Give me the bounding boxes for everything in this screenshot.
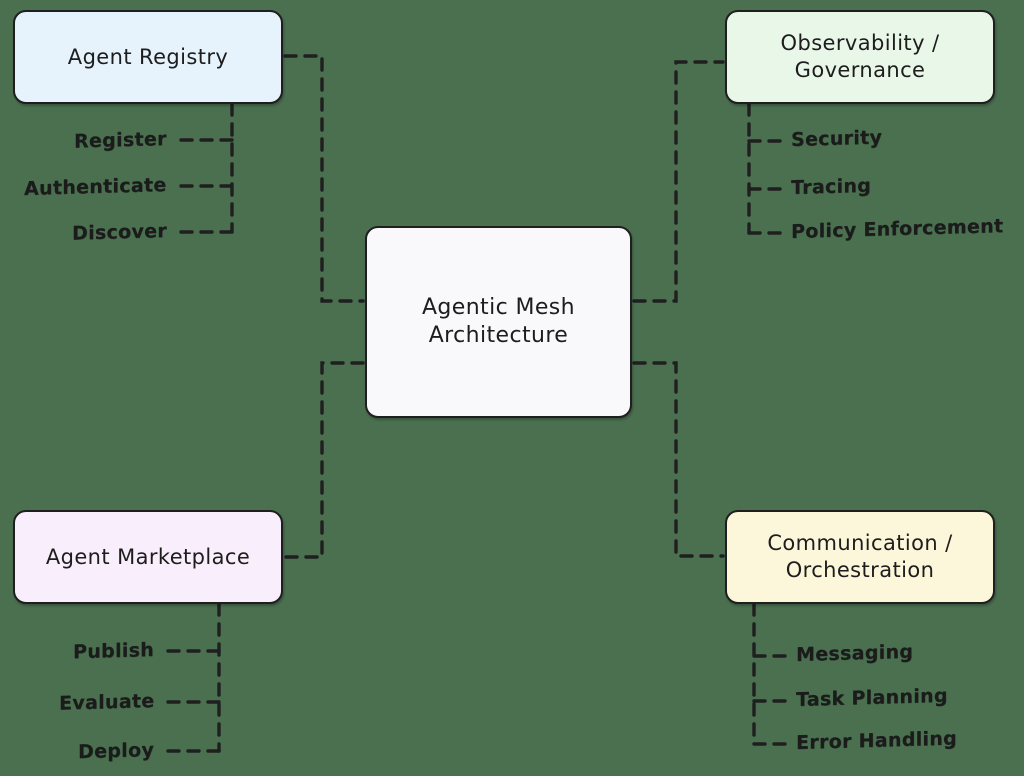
node-observability-governance-label: Observability / Governance [780, 31, 940, 82]
subitem-registry-authenticate[interactable]: Authenticate [24, 174, 167, 200]
subitem-registry-discover[interactable]: Discover [72, 220, 167, 245]
connector-center-to-communication [632, 361, 725, 558]
subitem-observability-policy-enforcement[interactable]: Policy Enforcement [791, 215, 1004, 243]
subitem-communication-messaging[interactable]: Messaging [796, 640, 914, 666]
node-agentic-mesh-architecture[interactable]: Agentic Mesh Architecture [365, 226, 632, 418]
node-observability-governance[interactable]: Observability / Governance [725, 10, 995, 104]
subitem-communication-error-handling[interactable]: Error Handling [796, 727, 957, 754]
node-center-label: Agentic Mesh Architecture [421, 294, 576, 348]
node-agent-marketplace[interactable]: Agent Marketplace [13, 510, 283, 604]
node-communication-orchestration[interactable]: Communication / Orchestration [725, 510, 995, 604]
subitem-observability-tracing[interactable]: Tracing [791, 174, 872, 199]
connector-center-to-observability [632, 60, 725, 303]
subitem-marketplace-deploy[interactable]: Deploy [77, 739, 154, 764]
node-agent-registry-label: Agent Registry [67, 44, 229, 69]
subitem-marketplace-evaluate[interactable]: Evaluate [58, 690, 154, 715]
connector-registry-to-center [283, 54, 365, 303]
subitem-registry-register[interactable]: Register [74, 128, 167, 153]
subitem-communication-task-planning[interactable]: Task Planning [796, 684, 948, 711]
node-agent-marketplace-label: Agent Marketplace [45, 544, 251, 569]
subitem-marketplace-publish[interactable]: Publish [72, 639, 154, 664]
subitem-observability-security[interactable]: Security [791, 126, 883, 151]
node-communication-orchestration-label: Communication / Orchestration [767, 531, 953, 582]
connector-center-to-marketplace [283, 361, 365, 559]
node-agent-registry[interactable]: Agent Registry [13, 10, 283, 104]
